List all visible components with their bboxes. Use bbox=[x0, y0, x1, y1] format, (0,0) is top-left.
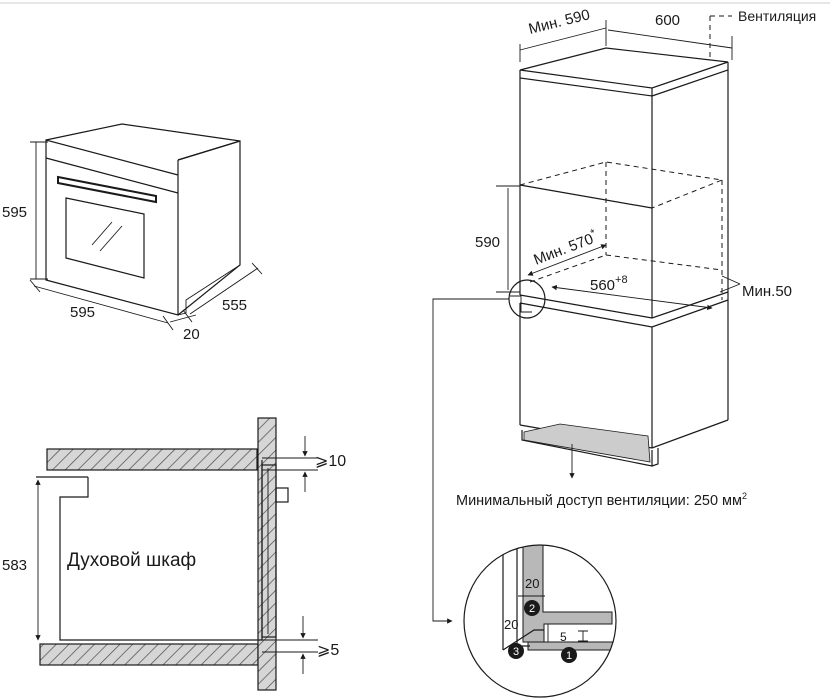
oven-iso-drawing bbox=[45, 123, 241, 316]
oven-front-label: 20 bbox=[183, 326, 200, 343]
section-top-gap-dim: ⩾10 bbox=[262, 436, 346, 492]
svg-text:1: 1 bbox=[566, 650, 572, 662]
oven-depth-label: 555 bbox=[222, 297, 247, 314]
detail-dim-small: 5 bbox=[560, 630, 567, 644]
niche-width-dim: 600 bbox=[607, 12, 733, 60]
ventilation-label: Вентиляция bbox=[738, 8, 816, 24]
vent-access-label: Минимальный доступ вентиляции: 250 мм2 bbox=[456, 491, 747, 509]
niche-height-label: 590 bbox=[475, 234, 500, 251]
section-height-label: 583 bbox=[2, 557, 27, 574]
section-drawing bbox=[36, 417, 289, 691]
detail-badge-2: 2 bbox=[524, 600, 540, 616]
niche-width-label: 600 bbox=[655, 12, 680, 29]
niche-min-depth-label: Мин. 590 bbox=[527, 6, 592, 38]
oven-front-dim: 20 bbox=[169, 314, 200, 343]
detail-badge-3: 3 bbox=[508, 643, 524, 659]
oven-height-dim: 595 bbox=[2, 141, 48, 280]
niche-height-dim: 590 bbox=[475, 185, 520, 293]
detail-callout bbox=[432, 279, 546, 624]
oven-height-label: 595 bbox=[2, 204, 27, 221]
section-bottom-gap-label: ⩾5 bbox=[317, 642, 339, 659]
section-label: Духовой шкаф bbox=[67, 550, 196, 571]
niche-min-inner-dim: Мин. 570* bbox=[527, 227, 607, 276]
oven-width-label: 595 bbox=[70, 304, 95, 321]
oven-width-dim: 595 bbox=[29, 279, 174, 331]
section-top-gap-label: ⩾10 bbox=[315, 453, 346, 470]
detail-view bbox=[463, 544, 617, 698]
section-bottom-gap-dim: ⩾5 bbox=[262, 616, 339, 674]
detail-dim-top: 20 bbox=[525, 576, 539, 591]
niche-inner-width-label: 560+8 bbox=[590, 274, 628, 294]
vent-access-note: Минимальный доступ вентиляции: 250 мм2 bbox=[456, 444, 747, 509]
oven-depth-dim: 555 bbox=[182, 262, 263, 323]
niche-min-inner-label: Мин. 570* bbox=[531, 227, 601, 269]
niche-min-back-dim: Мин.50 bbox=[719, 275, 792, 300]
detail-badge-1: 1 bbox=[561, 647, 577, 663]
cabinet-drawing bbox=[519, 47, 729, 467]
svg-text:2: 2 bbox=[529, 603, 535, 615]
niche-min-depth-dim: Мин. 590 bbox=[519, 6, 607, 62]
niche-inner-width-dim: 560+8 bbox=[551, 274, 713, 311]
svg-text:3: 3 bbox=[513, 646, 519, 658]
detail-dim-left: 20 bbox=[504, 617, 518, 632]
niche-min-back-label: Мин.50 bbox=[742, 283, 792, 300]
ventilation-legend: Вентиляция bbox=[709, 8, 816, 60]
section-height-dim: 583 bbox=[2, 479, 41, 641]
